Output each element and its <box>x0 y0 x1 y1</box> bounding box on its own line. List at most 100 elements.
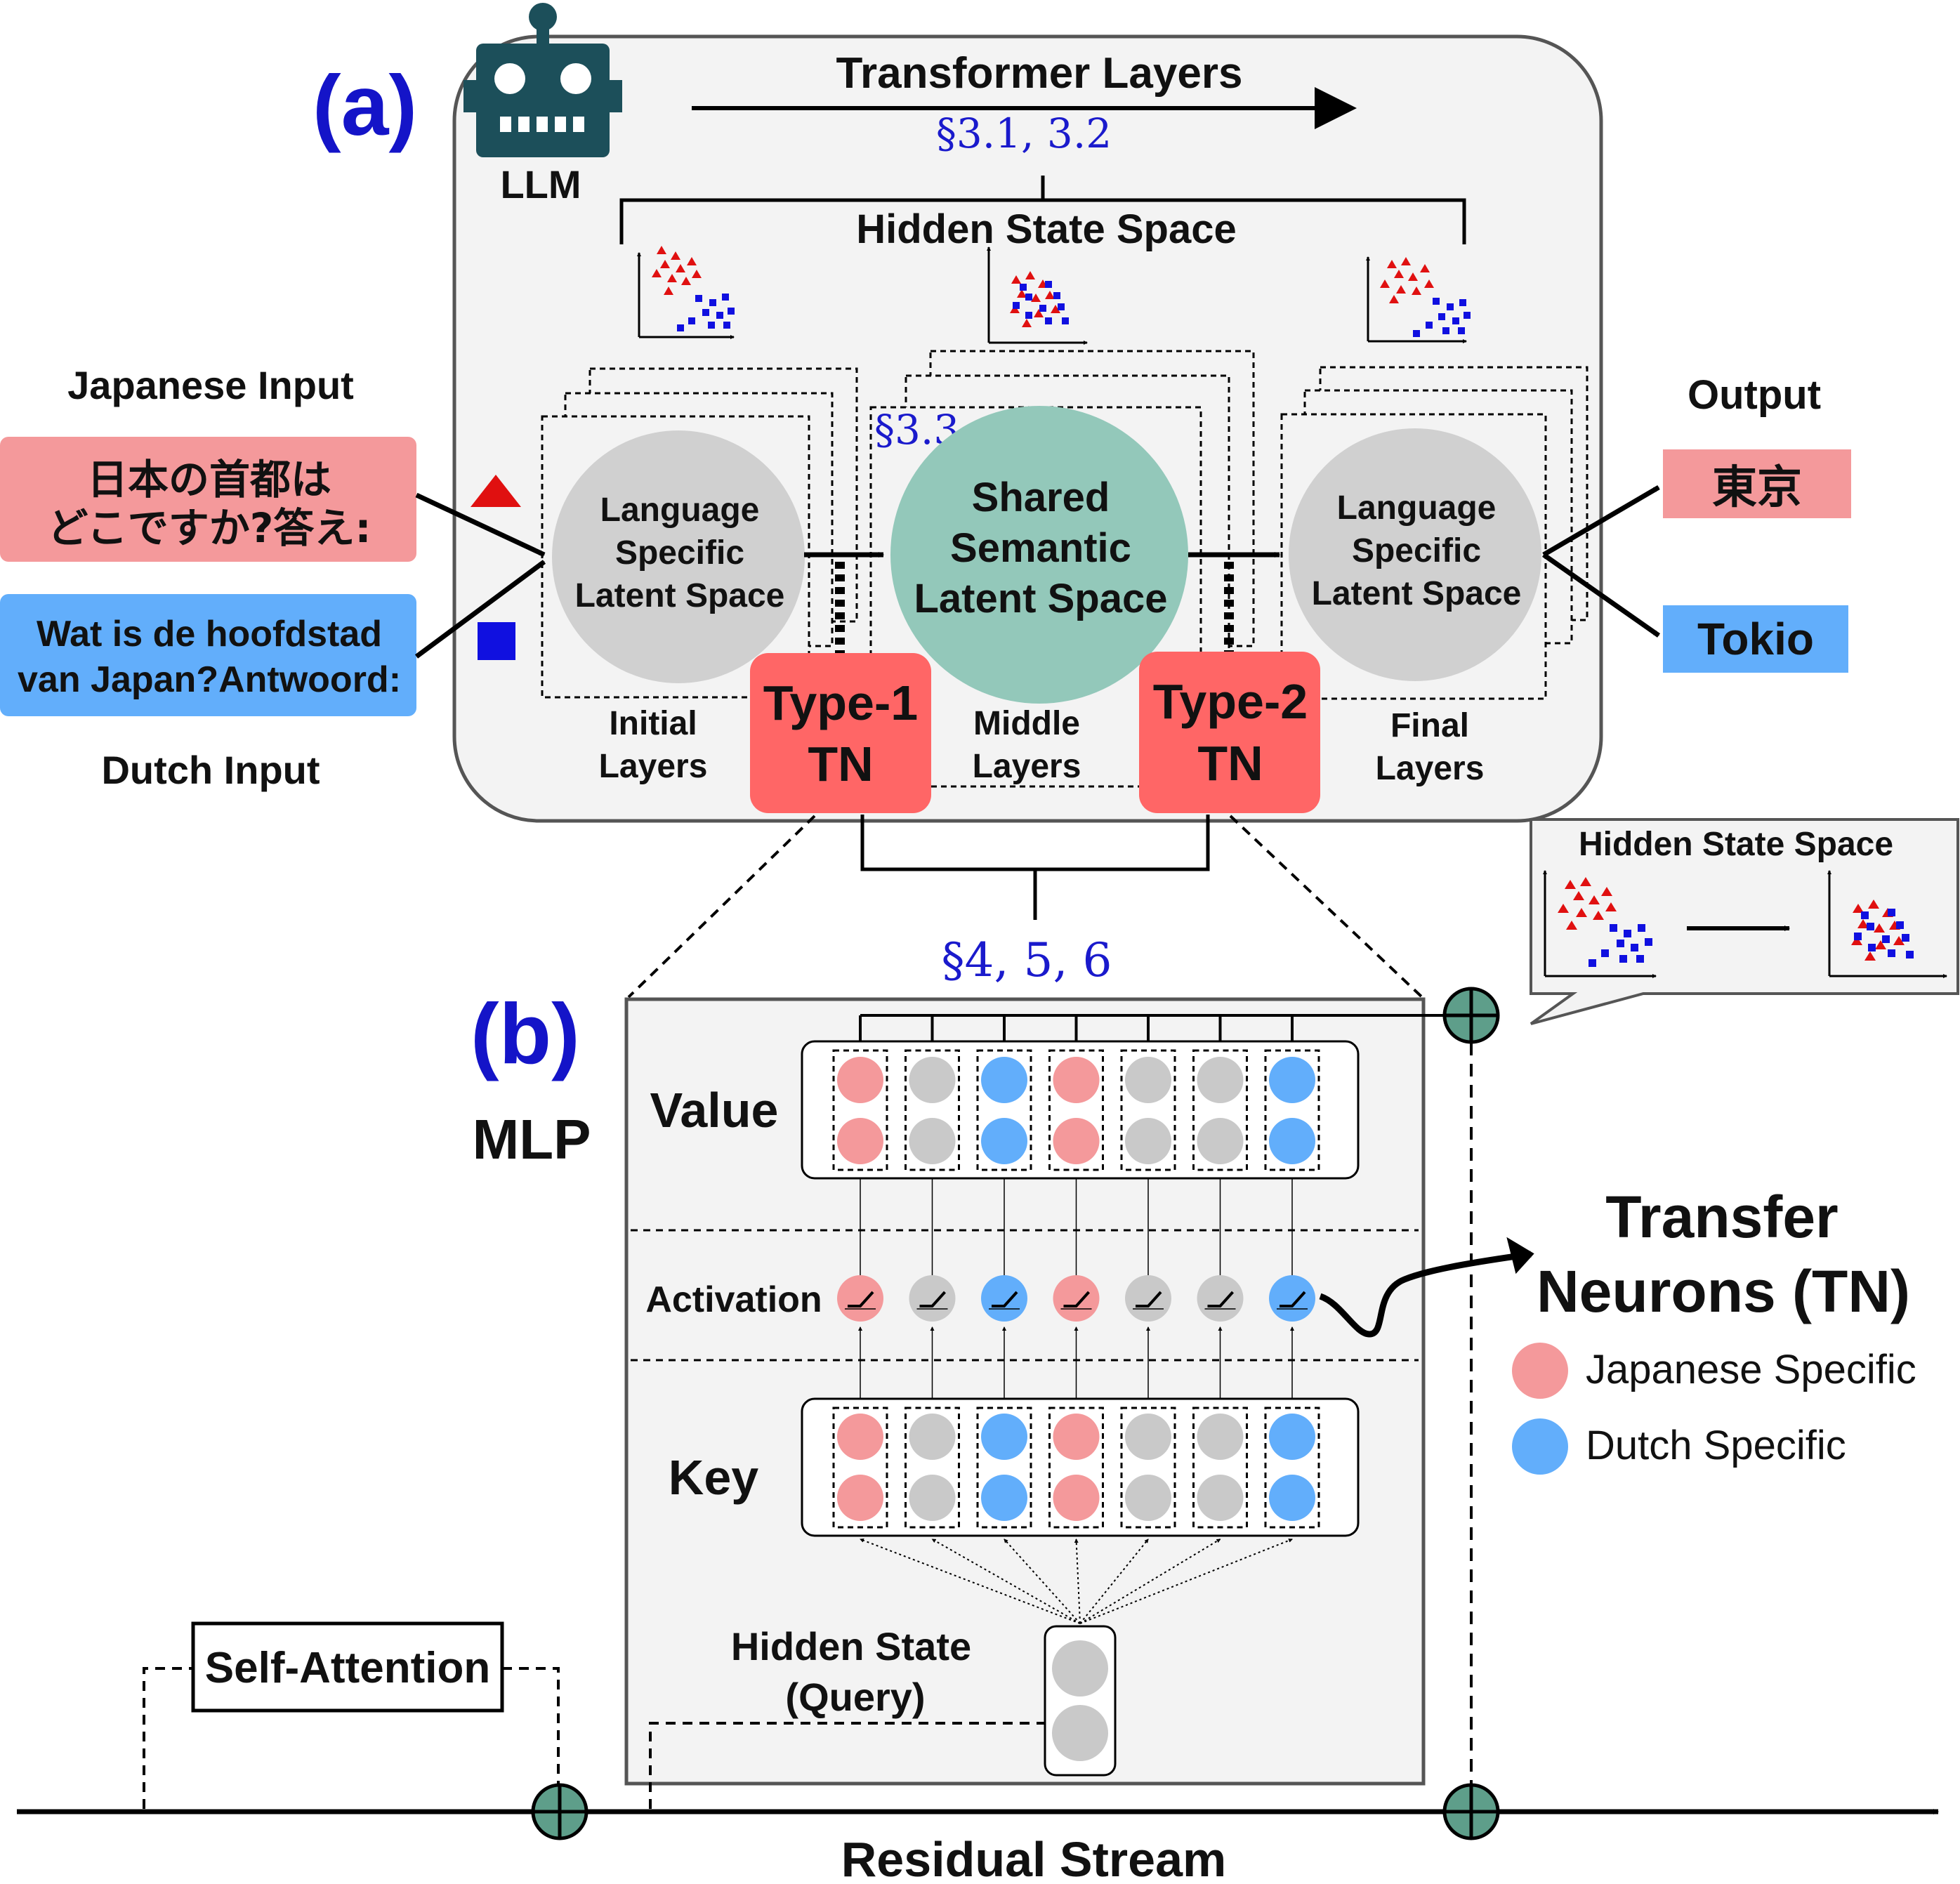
final-layers-line2: Layers <box>1376 750 1485 787</box>
initial-latent-circle <box>552 430 805 683</box>
japanese-input-label: Japanese Input <box>67 363 354 407</box>
value-column-frame <box>1264 1049 1320 1171</box>
key-neuron-dutch <box>1269 1414 1315 1460</box>
value-column-frame <box>1120 1049 1176 1171</box>
hidden-state-label-line2: (Query) <box>785 1675 925 1719</box>
query-neuron-2 <box>1052 1705 1108 1761</box>
scatter-initial <box>637 246 735 339</box>
value-label: Value <box>650 1083 779 1138</box>
value-neuron-japanese <box>1053 1057 1100 1103</box>
section-3-1-3-2: §3.1, 3.2 <box>936 110 1112 157</box>
panel-b-label: (b) <box>471 986 580 1081</box>
final-layers-line1: Final <box>1390 707 1469 744</box>
neuron-connections <box>858 1178 1294 1399</box>
legend-dutch-text: Dutch Specific <box>1586 1423 1846 1468</box>
panel-b: (b) MLP Value Activation Key Hidden Stat… <box>471 986 1534 1809</box>
value-neuron-japanese <box>1053 1118 1100 1164</box>
transfer-neurons-legend: Transfer Neurons (TN) Japanese Specific … <box>1512 1184 1916 1475</box>
value-neuron-neutral <box>1197 1057 1244 1103</box>
value-column-frame <box>976 1049 1032 1171</box>
middle-circle-line2: Semantic <box>950 525 1131 571</box>
key-column-frame <box>905 1407 960 1529</box>
dutch-input-label: Dutch Input <box>101 748 320 792</box>
key-column-frame <box>832 1407 888 1529</box>
key-neuron-neutral <box>909 1414 956 1460</box>
middle-circle-line1: Shared <box>972 475 1110 520</box>
arrow-japanese-input <box>415 492 546 558</box>
output-ja-box <box>1663 449 1851 518</box>
relu-icon <box>848 1291 874 1307</box>
query-key-arrow <box>1004 1539 1081 1624</box>
key-column-frame <box>1192 1407 1248 1529</box>
key-neuron-neutral <box>1197 1475 1244 1521</box>
red-triangle-marker <box>471 475 521 507</box>
key-neuron-japanese <box>837 1475 883 1521</box>
plus-node-attention <box>531 1783 588 1840</box>
value-column-frame <box>1048 1049 1104 1171</box>
plus-node-mlp <box>1442 1783 1500 1840</box>
value-neuron-japanese <box>837 1118 883 1164</box>
key-neuron-neutral <box>1125 1414 1171 1460</box>
value-column-frame <box>905 1049 960 1171</box>
arrow-to-output-nl <box>1541 553 1661 638</box>
query-fan-arrows <box>860 1538 1293 1624</box>
residual-stream-label: Residual Stream <box>841 1832 1227 1884</box>
relu-icon <box>1207 1291 1234 1307</box>
initial-layers-line2: Layers <box>599 748 708 785</box>
activation-neuron-japanese <box>837 1275 883 1322</box>
tn-bracket <box>860 815 1210 920</box>
self-attention-dashed-path <box>143 1667 560 1809</box>
dutch-input-line1: Wat is de hoofdstad <box>37 614 382 654</box>
relu-icon <box>1136 1291 1162 1307</box>
hidden-state-bracket <box>619 176 1466 244</box>
activation-neuron-japanese <box>1053 1275 1100 1322</box>
activation-neuron-neutral <box>909 1275 956 1322</box>
key-neuron-japanese <box>837 1414 883 1460</box>
panel-a-label: (a) <box>313 58 417 153</box>
middle-layers-line2: Layers <box>973 748 1081 785</box>
type1-tn-box <box>750 653 931 813</box>
key-neuron-neutral <box>1125 1475 1171 1521</box>
relu-icon <box>1280 1291 1306 1307</box>
transfer-neuron-arrowhead <box>1506 1237 1534 1274</box>
query-key-arrow <box>931 1539 1081 1624</box>
query-neuron-1 <box>1052 1640 1108 1697</box>
key-neuron-japanese <box>1053 1475 1100 1521</box>
value-neuron-japanese <box>837 1057 883 1103</box>
scatter-final <box>1366 256 1471 343</box>
activation-neurons <box>837 1275 1315 1322</box>
shared-semantic-circle <box>890 406 1188 704</box>
value-column-frame <box>1192 1049 1248 1171</box>
value-neuron-neutral <box>909 1057 956 1103</box>
value-column-frame <box>832 1049 888 1171</box>
key-neuron-dutch <box>981 1414 1027 1460</box>
middle-layers-line1: Middle <box>973 705 1080 742</box>
output-ja-text: 東京 <box>1712 462 1802 514</box>
key-neurons <box>832 1407 1320 1529</box>
dutch-input-line2: van Japan?Antwoord: <box>18 659 401 700</box>
legend-japanese-swatch <box>1512 1343 1568 1399</box>
value-neuron-dutch <box>1269 1118 1315 1164</box>
hidden-state-callout: Hidden State Space <box>1530 818 1959 1025</box>
japanese-input-line1: 日本の首都は <box>87 456 331 503</box>
transformer-layers-title: Transformer Layers <box>836 49 1243 98</box>
activation-label: Activation <box>645 1279 822 1320</box>
output-nl-box <box>1663 605 1848 673</box>
key-column-frame <box>1264 1407 1320 1529</box>
key-neuron-neutral <box>1197 1414 1244 1460</box>
output-nl-text: Tokio <box>1697 614 1814 664</box>
residual-to-query-dashed <box>649 1722 1045 1809</box>
relu-icon <box>1063 1291 1090 1307</box>
query-key-arrow <box>1074 1539 1081 1624</box>
callout-title: Hidden State Space <box>1579 826 1893 863</box>
initial-circle-line1: Language <box>600 492 760 529</box>
output-label: Output <box>1688 372 1821 418</box>
middle-circle-line3: Latent Space <box>914 576 1168 621</box>
type2-line2: TN <box>1197 736 1263 791</box>
dutch-input-box <box>0 594 416 716</box>
activation-neuron-dutch <box>981 1275 1027 1322</box>
plus-node-value-sum <box>1442 987 1500 1044</box>
query-key-arrow <box>1079 1539 1149 1624</box>
initial-layers-line1: Initial <box>609 705 697 742</box>
final-latent-circle <box>1289 428 1541 681</box>
